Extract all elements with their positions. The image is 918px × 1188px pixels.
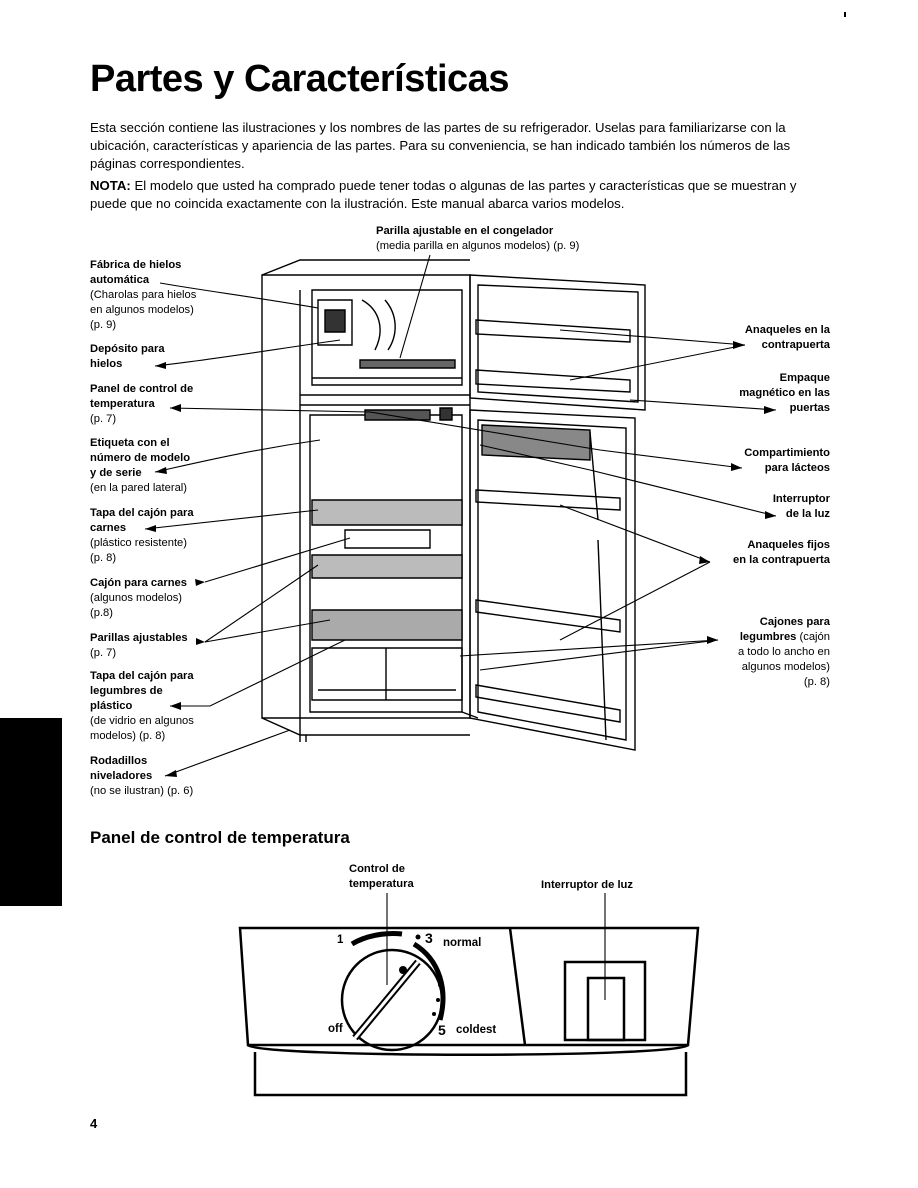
label-meat-drawer: Cajón para carnes (algunos modelos) (p.8… xyxy=(90,577,188,619)
label-ice-maker: Fábrica de hielos automática (Charolas p… xyxy=(90,259,197,331)
crisper-drawers-shape xyxy=(311,647,463,701)
leader-door-shelves-2 xyxy=(569,344,746,381)
leader-crispers-2 xyxy=(479,639,719,671)
leader-fixed-shelves-1 xyxy=(559,504,711,563)
leader-temp-panel xyxy=(169,407,743,469)
label-adj-shelves: Parillas ajustables (p. 7) xyxy=(90,632,188,659)
leader-door-shelves-1 xyxy=(559,329,746,346)
leader-rollers xyxy=(164,729,291,777)
section-tab xyxy=(0,718,62,906)
label-crisper-cover: Tapa del cajón para legumbres de plástic… xyxy=(90,670,194,742)
label-ice-bin: Depósito para hielos xyxy=(90,343,165,370)
label-dairy: Compartimiento para lácteos xyxy=(744,447,830,474)
note-label: NOTA: xyxy=(90,178,131,193)
leader-gasket xyxy=(629,399,777,411)
dial-mark-1: 1 xyxy=(337,934,344,946)
freezer-compartment xyxy=(311,289,463,386)
leader-fixed-shelves-2 xyxy=(559,561,711,641)
dial-label-off: off xyxy=(328,1023,343,1035)
panel-subtitle: Panel de control de temperatura xyxy=(90,828,350,847)
leader-ice-maker xyxy=(159,282,319,309)
cabinet-body xyxy=(261,274,471,719)
fresh-food-door xyxy=(469,409,636,751)
label-rollers: Rodadillos niveladores (no se ilustran) … xyxy=(90,755,194,797)
note-body: El modelo que usted ha comprado puede te… xyxy=(90,178,797,211)
page-title: Partes y Características xyxy=(90,58,509,100)
intro-paragraph: Esta sección contiene las ilustraciones … xyxy=(90,120,791,171)
leader-crispers-1 xyxy=(459,639,719,657)
leader-adj-shelves-2 xyxy=(204,619,331,643)
control-panel-drawing xyxy=(238,926,700,1097)
corner-mark xyxy=(844,12,846,17)
freezer-door xyxy=(469,274,646,411)
leader-light-switch xyxy=(479,444,777,517)
label-meat-cover: Tapa del cajón para carnes (plástico res… xyxy=(90,507,194,564)
leader-meat-drawer xyxy=(204,537,351,583)
label-model-label: Etiqueta con el número de modelo y de se… xyxy=(90,437,191,494)
label-gasket: Empaque magnético en las puertas xyxy=(739,372,830,414)
leader-crisper-cover xyxy=(170,639,346,707)
label-freezer-shelf: Parilla ajustable en el congelador (medi… xyxy=(376,225,580,252)
dial-label-normal: normal xyxy=(443,937,482,949)
label-crispers: Cajones para legumbres (cajón a todo lo … xyxy=(737,616,830,688)
dial-mark-3: 3 xyxy=(425,930,433,946)
label-temp-panel: Panel de control de temperatura (p. 7) xyxy=(90,383,194,425)
dial-label-coldest: coldest xyxy=(456,1024,497,1036)
label-door-shelves: Anaqueles en la contrapuerta xyxy=(744,324,830,351)
leader-freezer-shelf xyxy=(399,254,431,359)
leader-ice-bin xyxy=(154,339,341,367)
label-control: Control de temperatura xyxy=(349,863,414,890)
leader-meat-cover xyxy=(144,509,319,530)
label-light-switch: Interruptor de la luz xyxy=(772,493,830,520)
label-fixed-shelves: Anaqueles fijos en la contrapuerta xyxy=(733,539,830,566)
ice-maker-shape xyxy=(317,299,353,346)
note-paragraph: NOTA: El modelo que usted ha comprado pu… xyxy=(90,177,825,213)
label-switch: Interruptor de luz xyxy=(541,879,633,891)
dial-mark-5: 5 xyxy=(438,1022,446,1038)
page-number: 4 xyxy=(90,1116,98,1131)
leader-adj-shelves-1 xyxy=(204,564,319,643)
leader-model-label xyxy=(154,439,321,473)
